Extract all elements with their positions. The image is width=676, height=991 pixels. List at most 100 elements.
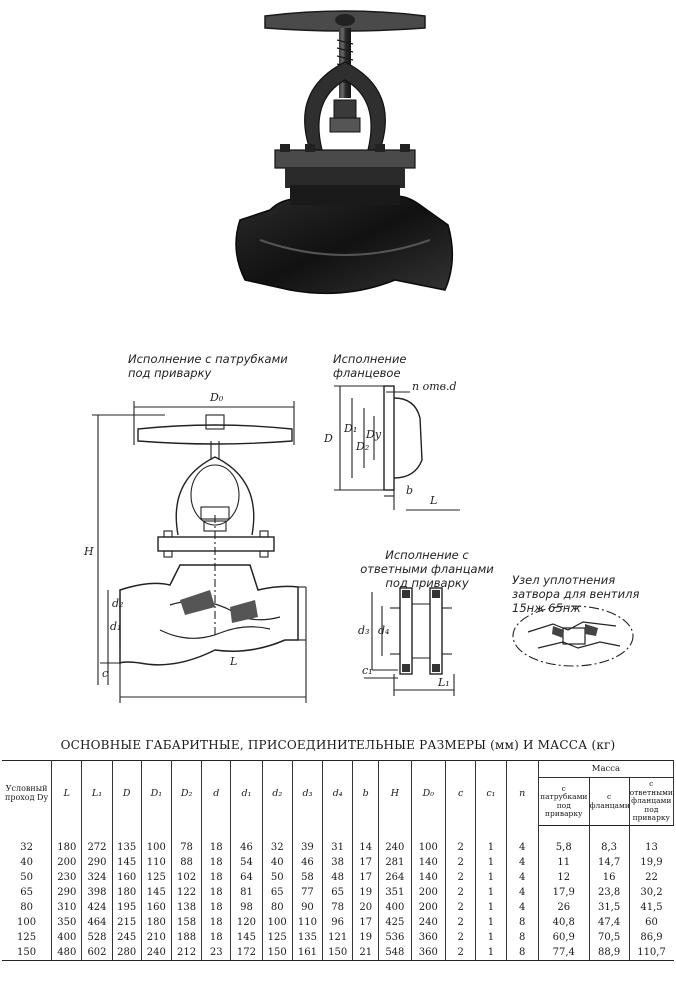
table-cell: 8 bbox=[505, 930, 539, 945]
table-cell: 30,2 bbox=[628, 885, 674, 900]
table-cell: 180 bbox=[140, 915, 172, 930]
table-cell: 280 bbox=[111, 945, 142, 961]
table-cell: 17 bbox=[352, 870, 379, 885]
table-cell: 58 bbox=[291, 870, 323, 885]
table-cell: 528 bbox=[81, 930, 113, 945]
table-cell: 125 bbox=[261, 930, 293, 945]
dim-Dy: Dу bbox=[365, 428, 382, 441]
table-cell: 195 bbox=[111, 900, 142, 915]
table-cell: 26 bbox=[537, 900, 590, 915]
table-cell: 145 bbox=[230, 930, 263, 945]
table-cell: 40 bbox=[261, 855, 293, 870]
table-cell: 31,5 bbox=[588, 900, 630, 915]
table-cell: 138 bbox=[170, 900, 202, 915]
table-cell: 1 bbox=[475, 930, 507, 945]
table-spacer bbox=[2, 825, 674, 840]
dim-d3: d₃ bbox=[358, 624, 369, 637]
table-cell: 100 bbox=[140, 840, 172, 855]
table-cell: 18 bbox=[201, 930, 231, 945]
table-cell: 88 bbox=[170, 855, 202, 870]
table-cell: 536 bbox=[378, 930, 412, 945]
spec-table: Условный проход Dу L L₁ D D₁ D₂ d d₁ d₂ … bbox=[2, 760, 675, 961]
table-cell: 8 bbox=[505, 915, 539, 930]
table-cell: 19 bbox=[352, 885, 379, 900]
table-cell: 96 bbox=[322, 915, 353, 930]
table-cell: 160 bbox=[111, 870, 142, 885]
table-cell: 2 bbox=[445, 885, 476, 900]
table-cell: 100 bbox=[410, 840, 446, 855]
table-cell: 425 bbox=[378, 915, 412, 930]
table-cell: 102 bbox=[170, 870, 202, 885]
table-cell: 18 bbox=[201, 840, 231, 855]
header-b: b bbox=[352, 760, 380, 826]
table-cell: 31 bbox=[322, 840, 353, 855]
table-cell: 11 bbox=[537, 855, 590, 870]
table-cell: 2 bbox=[445, 855, 476, 870]
table-cell: 65 bbox=[261, 885, 293, 900]
table-cell: 40,8 bbox=[537, 915, 590, 930]
table-cell: 140 bbox=[410, 855, 446, 870]
table-cell: 188 bbox=[170, 930, 202, 945]
table-cell: 290 bbox=[51, 885, 82, 900]
caption-seal-node: Узел уплотнения затвора для вентиля 15нж… bbox=[512, 573, 640, 615]
table-cell: 161 bbox=[291, 945, 323, 961]
dim-L1: L₁ bbox=[437, 676, 450, 689]
table-cell: 140 bbox=[410, 870, 446, 885]
dim-L: L bbox=[229, 655, 237, 668]
dim-D0: D₀ bbox=[209, 391, 224, 404]
table-cell: 32 bbox=[20, 842, 33, 853]
table-cell: 110 bbox=[140, 855, 172, 870]
table-cell: 110 bbox=[291, 915, 323, 930]
header-mass-mating: с ответными фланцами под приварку bbox=[628, 777, 675, 826]
valve-photo bbox=[235, 10, 454, 295]
table-cell: 351 bbox=[378, 885, 412, 900]
table-cell: 54 bbox=[230, 855, 263, 870]
table-cell: 17,9 bbox=[537, 885, 590, 900]
table-cell: 264 bbox=[378, 870, 412, 885]
table-cell: 4 bbox=[505, 900, 539, 915]
dim-D: D bbox=[323, 432, 333, 445]
table-cell: 98 bbox=[230, 900, 263, 915]
table-cell: 4 bbox=[505, 855, 539, 870]
weld-version-drawing: D₀ H L d₁ d₂ c bbox=[83, 391, 307, 703]
table-cell: 120 bbox=[230, 915, 263, 930]
table-cell: 18 bbox=[201, 855, 231, 870]
table-cell: 90 bbox=[291, 900, 323, 915]
table-cell: 8,3 bbox=[588, 840, 630, 855]
table-cell: 215 bbox=[111, 915, 142, 930]
table-cell: 60 bbox=[628, 915, 674, 930]
table-cell: 360 bbox=[410, 930, 446, 945]
table-cell: 100 bbox=[261, 915, 293, 930]
caption-weld-version: Исполнение с патрубками под приварку bbox=[128, 352, 288, 380]
table-cell: 240 bbox=[410, 915, 446, 930]
table-cell: 80 bbox=[20, 902, 33, 913]
table-cell: 400 bbox=[51, 930, 82, 945]
table-cell: 122 bbox=[170, 885, 202, 900]
table-cell: 8 bbox=[505, 945, 539, 961]
table-cell: 150 bbox=[261, 945, 293, 961]
dim-holes: n отв.d bbox=[412, 380, 457, 393]
table-cell: 78 bbox=[170, 840, 202, 855]
header-L: L bbox=[51, 760, 83, 826]
table-cell: 398 bbox=[81, 885, 113, 900]
header-nominal-bore: Условный проход Dу bbox=[2, 760, 53, 826]
table-cell: 1 bbox=[475, 885, 507, 900]
table-cell: 324 bbox=[81, 870, 113, 885]
table-cell: 2 bbox=[445, 900, 476, 915]
header-H: H bbox=[378, 760, 412, 826]
table-cell: 110,7 bbox=[628, 945, 674, 961]
table-cell: 19,9 bbox=[628, 855, 674, 870]
caption-flange-version: Исполнение фланцевое bbox=[333, 352, 407, 380]
table-cell: 125 bbox=[140, 870, 172, 885]
table-cell: 47,4 bbox=[588, 915, 630, 930]
table-cell: 1 bbox=[475, 870, 507, 885]
table-cell: 135 bbox=[111, 840, 142, 855]
table-cell: 158 bbox=[170, 915, 202, 930]
table-cell: 18 bbox=[201, 885, 231, 900]
table-cell: 180 bbox=[51, 840, 82, 855]
table-cell: 1 bbox=[475, 945, 507, 961]
table-cell: 2 bbox=[445, 870, 476, 885]
